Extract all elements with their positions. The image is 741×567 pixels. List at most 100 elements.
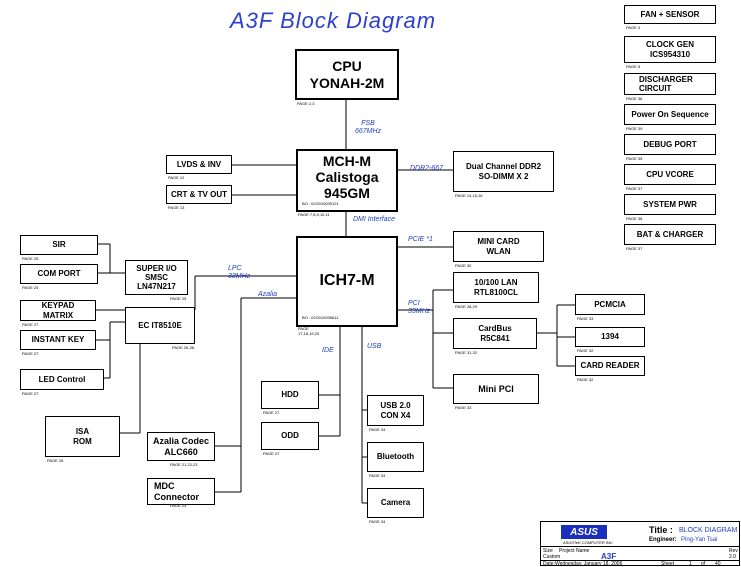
ddr-line1: Dual Channel DDR2 [465, 162, 542, 172]
mch-line3: 945GM [324, 185, 370, 202]
tb-divider-1 [541, 546, 739, 547]
ddr-block: Dual Channel DDR2 SO-DIMM X 2 [453, 151, 554, 192]
pci-line1: PCI [408, 300, 420, 307]
tb-of-value: 40 [715, 561, 721, 567]
cardreader-label: CARD READER [580, 361, 640, 371]
mdc-line1: MDC [154, 481, 175, 492]
side-power-on-label: Power On Sequence [631, 109, 709, 119]
dmi-label: DMI Interface [353, 216, 396, 223]
side-discharger: DISCHARGER CIRCUIT [624, 73, 716, 95]
cardreader-block: CARD READER [575, 356, 645, 376]
cardbus-line2: R5C841 [480, 333, 510, 343]
ec-block: EC IT8510E [125, 307, 195, 344]
bluetooth-page: PAGE 34 [369, 473, 386, 478]
keypad-block: KEYPAD MATRIX [20, 300, 96, 321]
side-clock-gen-page: PAGE 5 [626, 64, 641, 69]
cpu-label: CPU [332, 58, 362, 75]
odd-page: PAGE 27 [263, 451, 280, 456]
tb-title-value: BLOCK DIAGRAM [679, 527, 738, 534]
led-label: LED Control [38, 374, 86, 384]
superio-page: PAGE 25 [170, 296, 187, 301]
sir-page: PAGE 25 [22, 256, 39, 261]
hdd-page: PAGE 27 [263, 410, 280, 415]
keypad-line1: KEYPAD [41, 301, 75, 311]
title-block: ASUS Title : BLOCK DIAGRAM Engineer: Pin… [540, 521, 740, 567]
ec-page: PAGE 26,36 [172, 345, 194, 350]
side-bat-charger-label: BAT & CHARGER [636, 229, 704, 239]
tb-sheet-label: Sheet [661, 561, 675, 567]
lpc-line2: 33MHz [228, 272, 251, 280]
odd-label: ODD [281, 431, 299, 441]
fsb-line2: 667MHz [355, 127, 382, 135]
led-page: PAGE 27 [22, 391, 39, 396]
crt-label: CRT & TV OUT [171, 189, 227, 199]
mdc-line2: Connector [154, 491, 199, 502]
tb-engineer-value: Ping-Yan Tsai [681, 537, 718, 543]
azaliacodec-page: PAGE 21,22,23 [170, 462, 198, 467]
mch-line2: Calistoga [315, 169, 379, 186]
side-power-on-page: PAGE 39 [626, 126, 643, 131]
lvds-inv-block: LVDS & INV [166, 155, 232, 174]
isarom-block: ISA ROM [45, 416, 120, 457]
ec-label: EC IT8510E [138, 320, 182, 330]
ddr-line2: SO-DIMM X 2 [478, 171, 529, 181]
crt-tvout-block: CRT & TV OUT [166, 185, 232, 204]
cpu-block: CPU YONAH-2M [295, 49, 399, 100]
odd-block: ODD [261, 422, 319, 450]
side-cpu-vcore-page: PAGE 37 [626, 186, 643, 191]
bluetooth-label: Bluetooth [376, 452, 415, 462]
minicard-page: PAGE 30 [455, 263, 472, 268]
ddr-bus-label: DDR2-667 [410, 165, 444, 172]
usb2-block: USB 2.0 CON X4 [367, 395, 424, 426]
isarom-page: PAGE 26 [47, 458, 64, 463]
instantkey-label: INSTANT KEY [31, 335, 85, 345]
tb-sheet-value: 1 [689, 561, 692, 567]
fsb-line1: FSB [361, 120, 375, 127]
comport-page: PAGE 25 [22, 285, 39, 290]
minipci-page: PAGE 33 [455, 405, 472, 410]
lan-line1: 10/100 LAN [474, 278, 518, 288]
tb-rev-label: Rev [729, 548, 738, 554]
tb-engineer-label: Engineer: [649, 537, 677, 543]
hdd-block: HDD [261, 381, 319, 409]
usb2-line1: USB 2.0 [380, 401, 411, 411]
tb-rev-value: 2.0 [729, 554, 736, 560]
ieee1394-block: 1394 [575, 327, 645, 347]
lvds-page: PAGE 12 [168, 175, 185, 180]
pcmcia-block: PCMCIA [575, 294, 645, 315]
side-bat-charger-page: PAGE 37 [626, 246, 643, 251]
side-debug-port-page: PAGE 35 [626, 156, 643, 161]
keypad-line2: MATRIX [42, 310, 74, 320]
superio-line1: SUPER I/O [136, 263, 177, 273]
sir-label: SIR [52, 240, 66, 250]
side-debug-port-label: DEBUG PORT [643, 139, 697, 149]
minicard-block: MINI CARD WLAN [453, 231, 544, 262]
superio-block: SUPER I/O SMSC LN47N217 [125, 260, 188, 295]
tb-company: ASUSTeK COMPUTER INC [563, 540, 613, 545]
keypad-page: PAGE 27 [22, 322, 39, 327]
side-system-pwr-label: SYSTEM PWR [643, 199, 697, 209]
fsb-label: FSB 667MHz [355, 120, 381, 135]
side-debug-port: DEBUG PORT [624, 134, 716, 155]
ich-block: ICH7-M BO : 02G010005611 [296, 236, 398, 327]
ich-bom: BO : 02G010005611 [302, 315, 339, 320]
cpu-page: PAGE 2,3 [297, 101, 315, 106]
asus-logo: ASUS [561, 525, 607, 539]
mch-block: MCH-M Calistoga 945GM BO : 02G010009121 [296, 149, 398, 212]
tb-of-label: of [701, 561, 706, 567]
ieee1394-label: 1394 [601, 332, 619, 342]
cardbus-line1: CardBus [478, 324, 512, 334]
superio-line3: LN47N217 [137, 282, 176, 292]
ich-page: PAGE 17,18,19,20 [298, 326, 319, 337]
mch-bom: BO : 02G010009121 [302, 201, 339, 206]
lpc-line1: LPC [228, 265, 242, 272]
hdd-label: HDD [281, 390, 299, 400]
side-system-pwr-page: PAGE 38 [626, 216, 643, 221]
bluetooth-block: Bluetooth [367, 442, 424, 472]
tb-size-value: Custom [543, 554, 561, 560]
azaliacodec-line2: ALC660 [164, 446, 198, 457]
ich-page-l1: PAGE [298, 326, 309, 331]
minicard-line1: MINI CARD [477, 237, 520, 247]
usb2-line2: CON X4 [380, 410, 411, 420]
side-cpu-vcore: CPU VCORE [624, 164, 716, 185]
